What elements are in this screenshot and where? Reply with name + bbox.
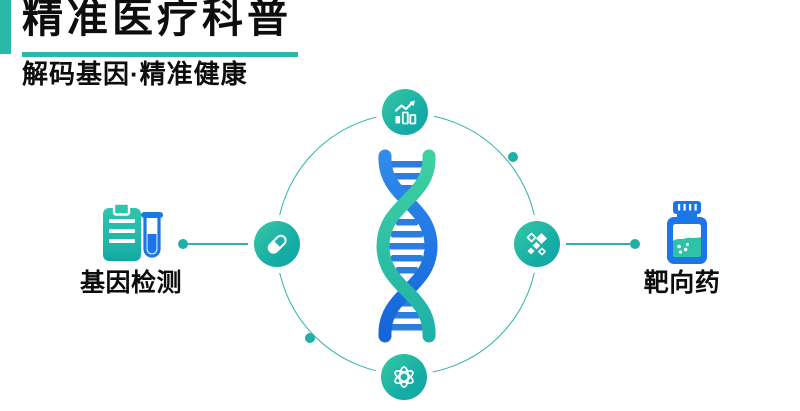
orbit-node-molecule (514, 221, 560, 267)
orbit-node-growth-chart (382, 89, 428, 135)
right-connector-dot (630, 239, 640, 249)
targeted-drug-label: 靶向药 (643, 269, 721, 297)
orbit-accent-dot (508, 152, 518, 162)
orbit-node-capsule (254, 221, 300, 267)
orbit-node-atom (381, 354, 427, 400)
page-subtitle: 解码基因·精准健康 (22, 59, 248, 89)
report-and-test-tube-icon (103, 202, 163, 261)
left-connector-line (188, 243, 252, 245)
molecule-diamonds-icon (526, 232, 547, 256)
left-connector-dot (178, 239, 188, 249)
title-underline (22, 52, 298, 57)
gene-test-label: 基因检测 (79, 269, 182, 297)
capsule-icon (267, 234, 287, 254)
dna-double-helix-icon (376, 149, 438, 343)
dna-strand-teal (376, 149, 436, 343)
title-accent-bar (0, 0, 11, 54)
atom-icon (394, 366, 414, 388)
dna-strand-blue (378, 149, 438, 343)
orbit-accent-dot (305, 333, 315, 343)
growth-chart-icon (394, 100, 417, 125)
right-connector-line (562, 243, 630, 245)
page-title: 精准医疗科普 (22, 0, 292, 41)
medicine-bottle-icon (667, 201, 707, 264)
